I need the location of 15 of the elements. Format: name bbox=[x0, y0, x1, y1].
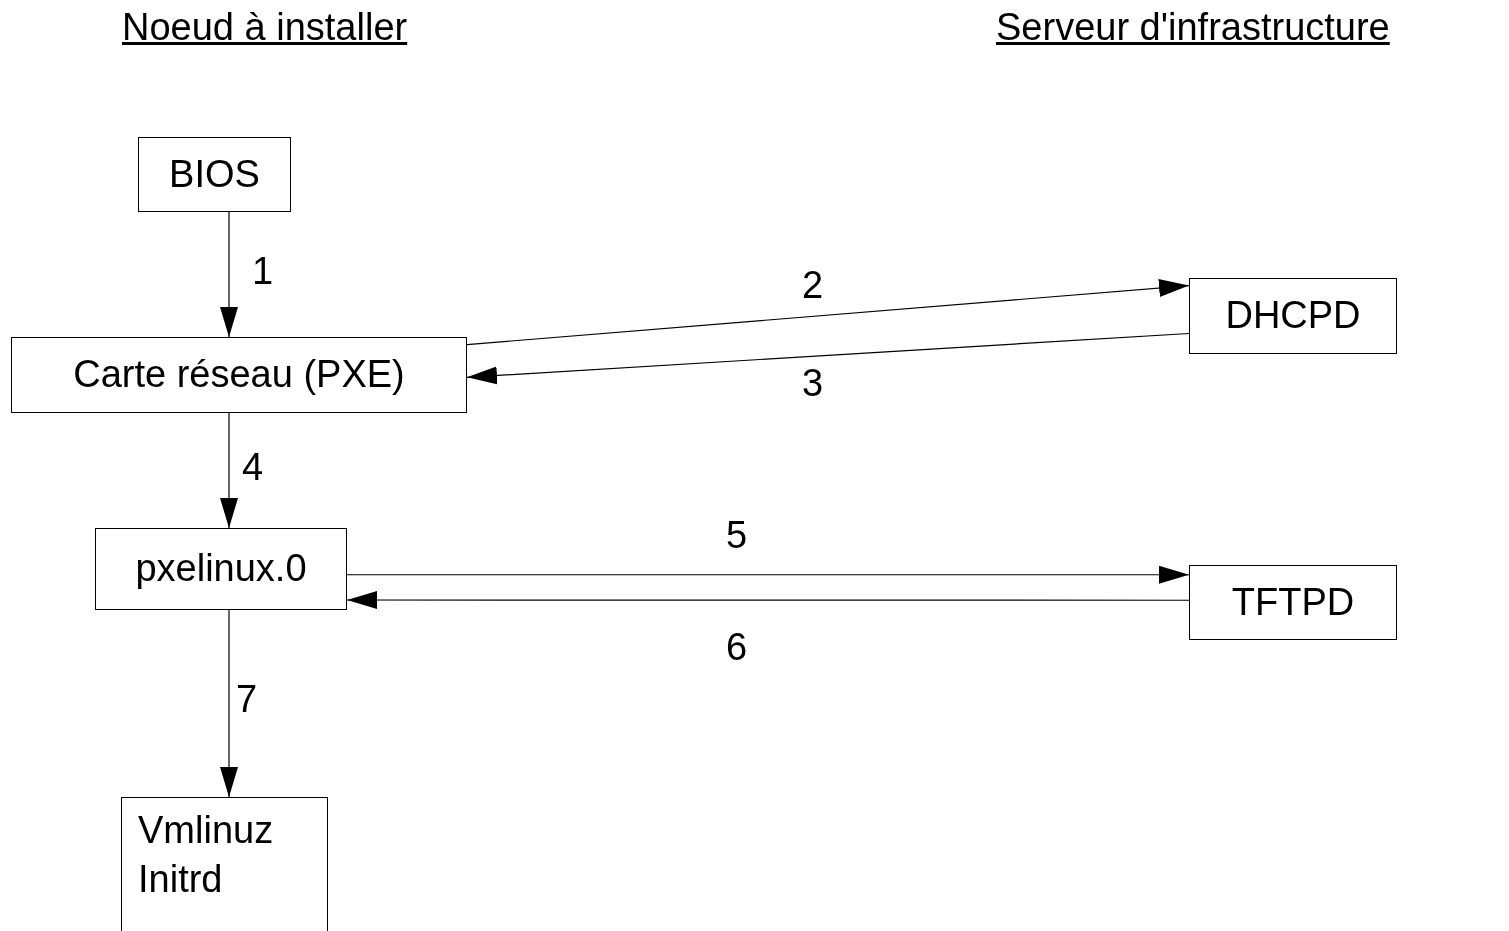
process-box: DHCPD bbox=[1189, 278, 1397, 354]
process-box: Carte réseau (PXE) bbox=[11, 337, 467, 413]
arrow bbox=[466, 332, 1190, 385]
process-box: Vmlinuz Initrd bbox=[121, 797, 328, 931]
arrow bbox=[346, 565, 1190, 584]
arrow bbox=[346, 591, 1190, 609]
arrow bbox=[220, 412, 238, 529]
process-box: TFTPD bbox=[1189, 565, 1397, 640]
arrow bbox=[220, 211, 238, 338]
arrow bbox=[220, 609, 238, 798]
process-box: pxelinux.0 bbox=[95, 528, 347, 610]
process-box: BIOS bbox=[138, 137, 291, 212]
arrow bbox=[466, 279, 1190, 346]
column-heading: Noeud à installer bbox=[122, 5, 408, 50]
column-heading: Serveur d'infrastructure bbox=[996, 5, 1390, 50]
